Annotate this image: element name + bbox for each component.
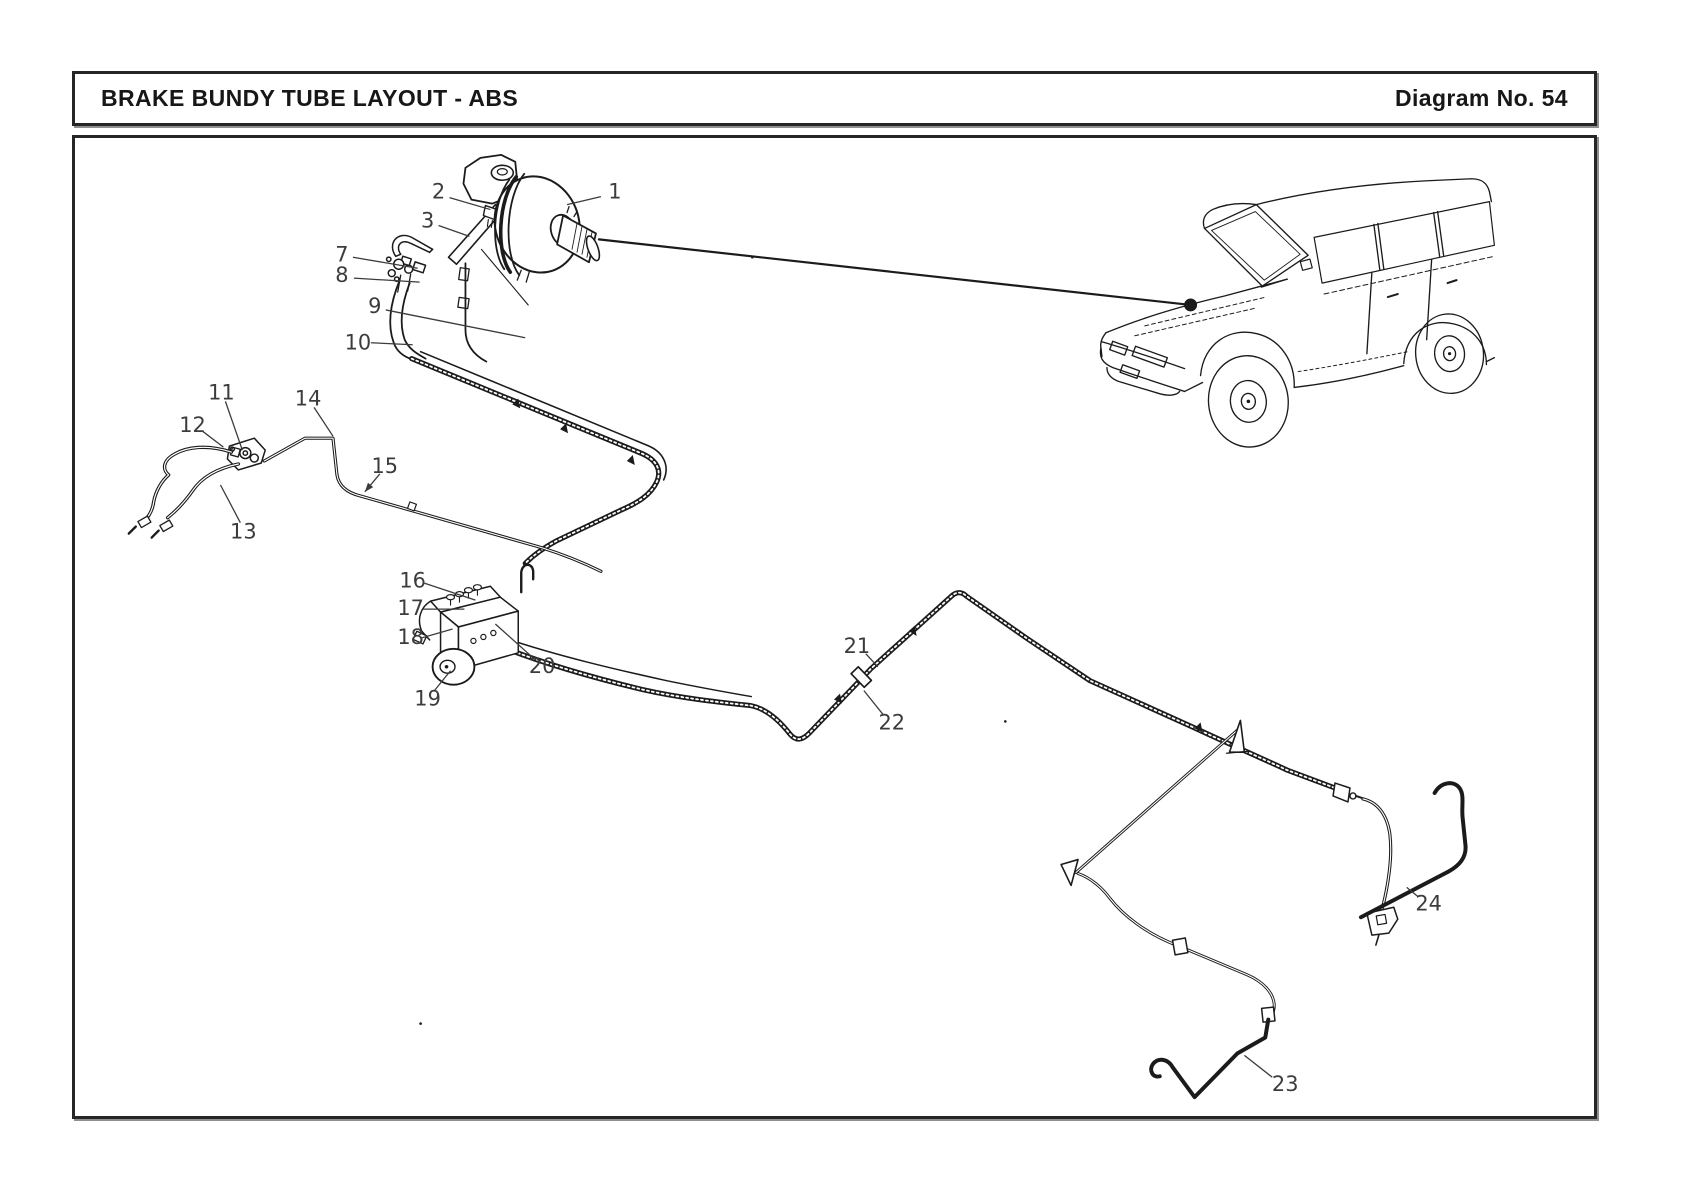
callout-leader bbox=[352, 256, 418, 269]
hood-pointer bbox=[597, 238, 1198, 312]
diagram-number: Diagram No. 54 bbox=[1394, 85, 1568, 111]
vehicle-illustration bbox=[1099, 178, 1496, 448]
callout-label: 1 bbox=[608, 180, 621, 204]
front-wheel bbox=[1207, 355, 1289, 448]
side-mirror bbox=[1299, 258, 1313, 271]
callout-label: 14 bbox=[295, 386, 322, 410]
callout-leader bbox=[863, 690, 885, 716]
booster-shaft bbox=[556, 214, 597, 264]
rear-hose-24 bbox=[1358, 781, 1468, 920]
callout-label: 24 bbox=[1415, 891, 1442, 915]
flare-fitting bbox=[1332, 782, 1351, 803]
callout-leader bbox=[433, 670, 452, 693]
callout-label: 16 bbox=[399, 568, 426, 592]
rear-hose-23 bbox=[1149, 1017, 1271, 1100]
callout-leader bbox=[865, 653, 879, 668]
callout-label: 7 bbox=[335, 242, 348, 266]
callout-label: 19 bbox=[414, 687, 441, 711]
reservoir-cap bbox=[490, 164, 515, 182]
callout-leader bbox=[219, 484, 241, 523]
tube-guide-hook bbox=[520, 563, 535, 594]
square-clip bbox=[1171, 937, 1189, 956]
callout-leader bbox=[449, 197, 491, 211]
callout-label: 20 bbox=[529, 654, 556, 678]
valve-junction-assembly bbox=[385, 234, 470, 310]
callout-label: 18 bbox=[397, 625, 424, 649]
callout-label: 2 bbox=[432, 180, 445, 204]
callout-label: 13 bbox=[230, 520, 257, 544]
abs-hydraulic-unit bbox=[412, 563, 535, 686]
callout-label: 10 bbox=[345, 331, 372, 355]
callout-label: 21 bbox=[844, 634, 871, 658]
callout-leader bbox=[566, 196, 602, 206]
callout-label: 17 bbox=[397, 596, 424, 620]
callout-leader bbox=[438, 224, 470, 238]
callout-arrowhead bbox=[364, 482, 374, 492]
callout-label: 3 bbox=[421, 209, 434, 233]
callout-label: 23 bbox=[1272, 1072, 1299, 1096]
callout-leader bbox=[494, 623, 535, 660]
triangle-clip bbox=[1060, 858, 1079, 887]
hose-bracket bbox=[1366, 906, 1399, 936]
callout-leader bbox=[370, 342, 413, 346]
tube-clip bbox=[406, 501, 418, 512]
callout-leader bbox=[353, 277, 420, 283]
callout-label: 8 bbox=[335, 263, 348, 287]
callout-label: 12 bbox=[179, 413, 206, 437]
callout-label: 15 bbox=[371, 454, 398, 478]
rear-wheel bbox=[1414, 313, 1485, 395]
front-left-hose-assembly bbox=[127, 437, 418, 539]
callout-leader bbox=[385, 309, 526, 339]
rear-hoses bbox=[1149, 781, 1468, 1100]
callout-leader bbox=[224, 401, 243, 451]
callout-label: 9 bbox=[368, 294, 381, 318]
pointer-dot bbox=[1184, 298, 1198, 312]
callout-leader bbox=[1406, 886, 1419, 897]
callout-leader bbox=[1243, 1054, 1273, 1078]
title-bar: BRAKE BUNDY TUBE LAYOUT - ABS Diagram No… bbox=[72, 71, 1597, 126]
callout-leader bbox=[313, 406, 334, 437]
callout-label: 22 bbox=[878, 710, 905, 734]
brake-booster-assembly bbox=[447, 154, 601, 306]
union-fitting-22 bbox=[850, 665, 873, 689]
callout-leader bbox=[202, 430, 224, 448]
callout-label: 11 bbox=[208, 380, 235, 404]
abs-pump-motor bbox=[431, 647, 476, 686]
tube-clips bbox=[512, 398, 1366, 1023]
page-title: BRAKE BUNDY TUBE LAYOUT - ABS bbox=[101, 85, 519, 111]
callout-leader bbox=[421, 628, 453, 639]
callout-leader bbox=[424, 582, 476, 601]
